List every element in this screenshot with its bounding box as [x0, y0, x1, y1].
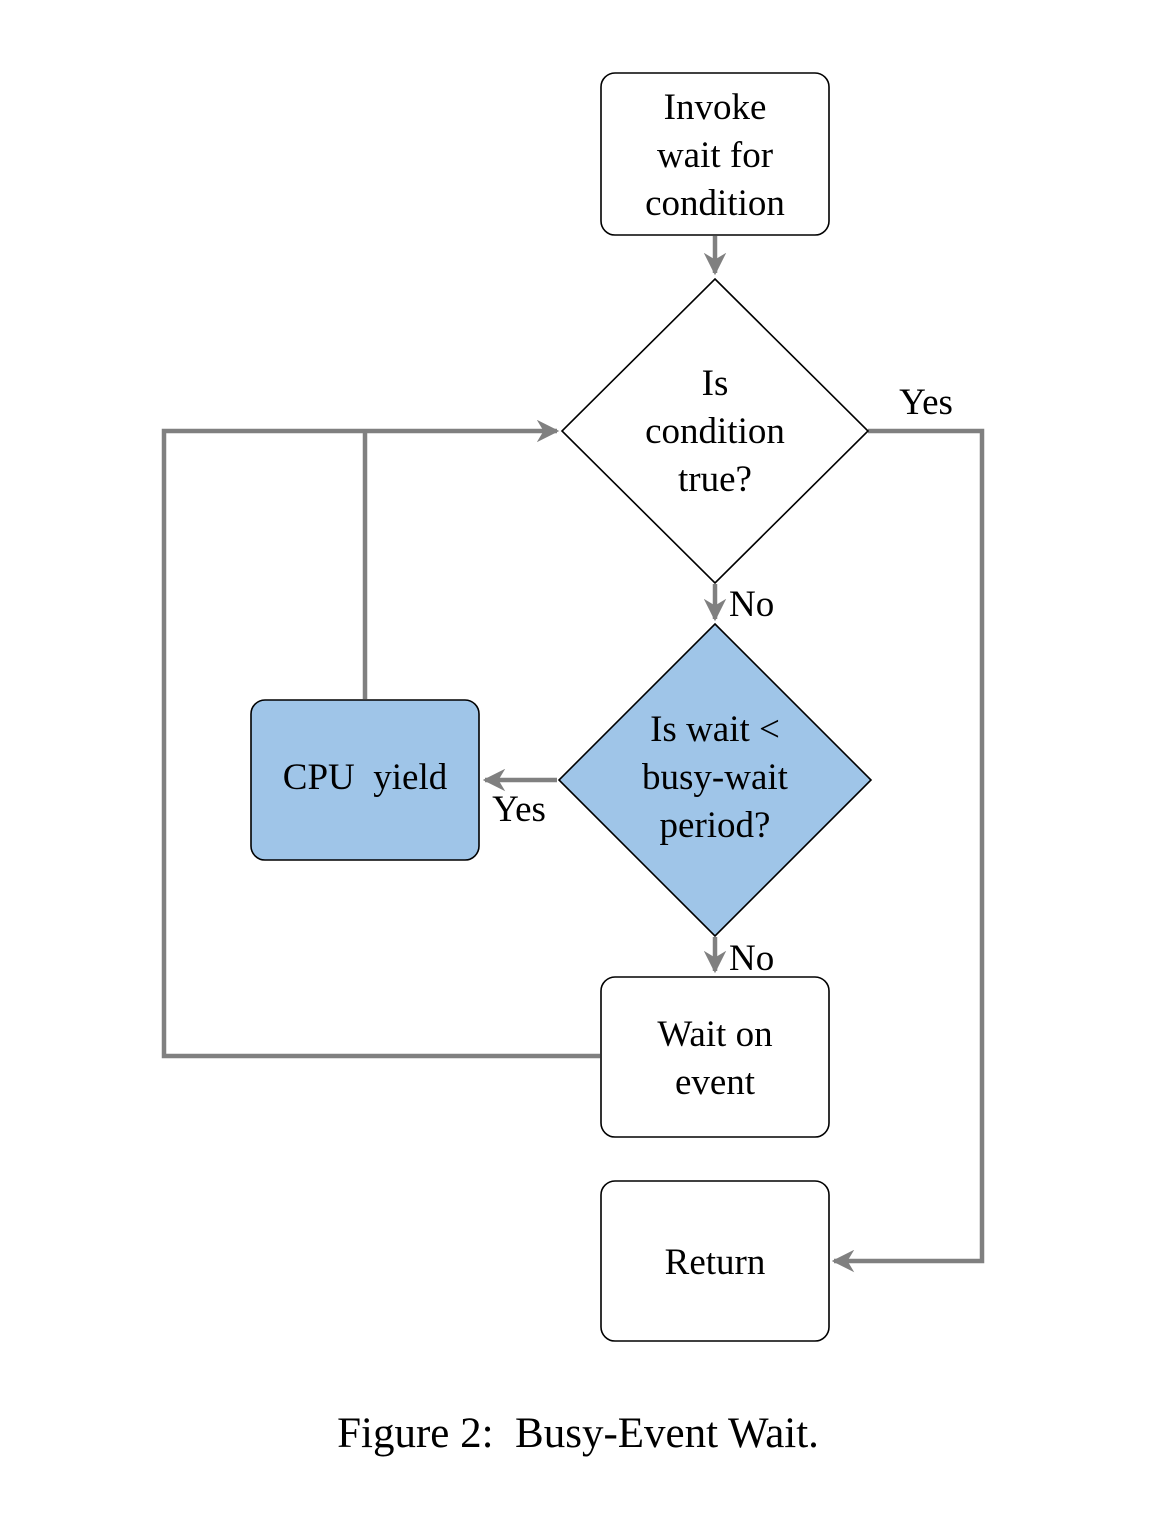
process-cpu-yield: CPU yield	[250, 699, 480, 861]
decision-diamond	[560, 277, 870, 585]
edge-wait-event-loop	[161, 419, 600, 1059]
figure-caption: Figure 2: Busy-Event Wait.	[337, 1410, 819, 1457]
process-label-line: condition	[645, 183, 785, 224]
decision-label-line: condition	[645, 411, 785, 452]
edge-label-condition-no: No	[729, 584, 774, 625]
decision-label-line: Is	[702, 363, 729, 404]
process-box	[250, 699, 480, 861]
edge-label-busy-yes: Yes	[492, 789, 546, 830]
decision-busy-wait-period: Is wait < busy-wait period?	[557, 622, 873, 938]
process-label-line: event	[675, 1062, 756, 1103]
process-label-line: Invoke	[664, 87, 767, 128]
decision-label-line: busy-wait	[642, 757, 789, 798]
terminal-return: Return	[600, 1180, 830, 1342]
process-wait-on-event: Wait on event	[600, 976, 830, 1138]
process-box	[600, 1180, 830, 1342]
process-label-line: CPU yield	[283, 757, 448, 798]
process-label-line: Return	[665, 1242, 766, 1283]
decision-label-line: period?	[660, 805, 771, 846]
edges	[161, 236, 985, 1273]
process-box	[600, 72, 830, 236]
decision-condition-true: Is condition true?	[560, 277, 870, 585]
process-box	[600, 976, 830, 1138]
decision-label-line: Is wait <	[650, 709, 780, 750]
decision-label-line: true?	[678, 459, 752, 500]
edge-label-busy-no: No	[729, 938, 774, 979]
process-label-line: wait for	[657, 135, 773, 176]
decision-diamond	[557, 622, 873, 938]
edge-label-condition-yes: Yes	[899, 382, 953, 423]
process-invoke-wait: Invoke wait for condition	[600, 72, 830, 236]
edge-condition-yes-to-return	[831, 428, 985, 1273]
process-label-line: Wait on	[657, 1014, 772, 1055]
